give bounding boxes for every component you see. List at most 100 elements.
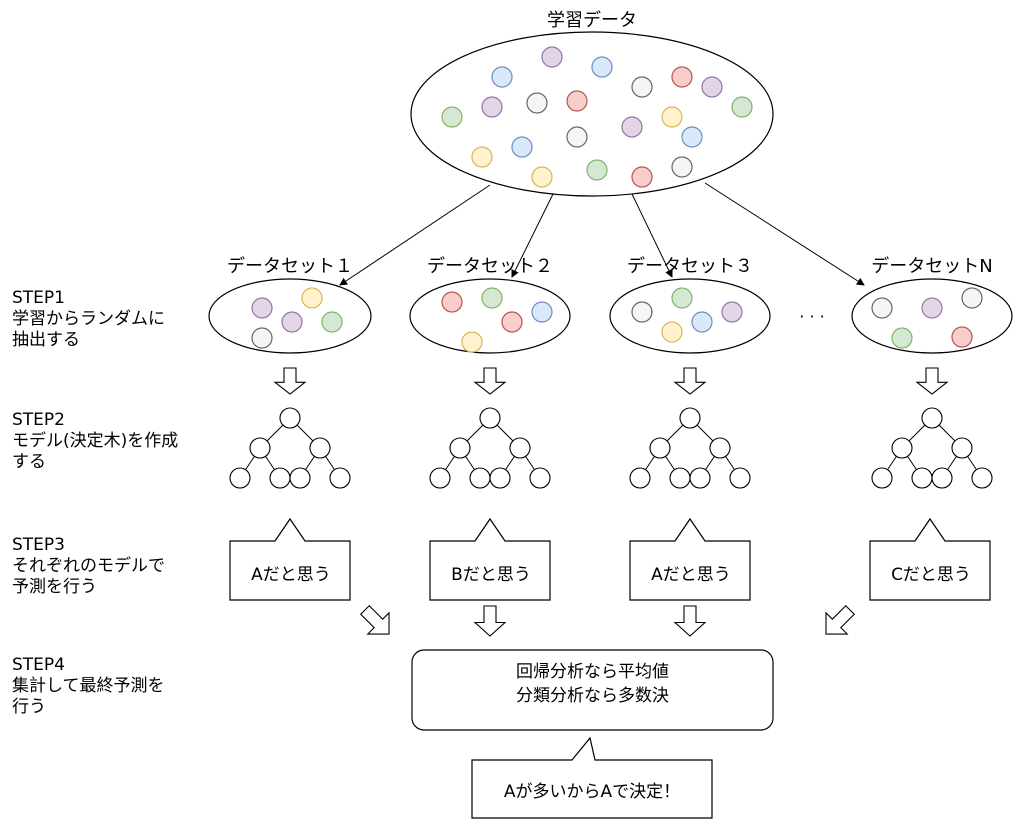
data-point [961, 287, 983, 309]
tree-node [911, 467, 933, 489]
data-point [566, 126, 588, 148]
tree-node [871, 467, 893, 489]
step2-desc-2: する [12, 452, 46, 472]
aggregation-line-2: 分類分析なら多数決 [516, 686, 669, 706]
prediction-2: Bだと思う [451, 565, 531, 585]
sampling-arrow-4 [704, 182, 865, 286]
step1-title: STEP1 [12, 288, 65, 308]
step3-title: STEP3 [12, 535, 65, 555]
decision-tree-3 [629, 407, 751, 489]
tree-node [951, 437, 973, 459]
down-arrow-step1-4 [915, 367, 949, 395]
dataset-label-1: データセット１ [227, 256, 353, 277]
data-point [281, 311, 303, 333]
dataset-balls [251, 287, 983, 353]
tree-node [529, 467, 551, 489]
aggregation-text: 回帰分析なら平均値 分類分析なら多数決 [412, 660, 773, 708]
data-point [251, 297, 273, 319]
dataset-label-2: データセット２ [427, 256, 553, 277]
data-point [691, 311, 713, 333]
data-point [661, 106, 683, 128]
data-point [541, 46, 563, 68]
step3-desc-1: それぞれのモデルで [12, 556, 165, 576]
down-arrow-step1-1 [273, 367, 307, 395]
final-decision: Aが多いからAで決定！ [503, 782, 681, 802]
dataset-label-n: データセットN [871, 256, 992, 277]
tree-node [309, 437, 331, 459]
data-point [891, 327, 913, 349]
data-point [951, 326, 973, 348]
sampling-arrow-2 [511, 193, 554, 278]
step3-desc-2: 予測を行う [12, 577, 97, 597]
step4-desc-2: 行う [12, 697, 46, 717]
aggregation-line-1: 回帰分析なら平均値 [516, 662, 669, 682]
tree-node [449, 437, 471, 459]
prediction-callout-3 [629, 517, 751, 601]
tree-node [649, 437, 671, 459]
sampling-arrow-1 [339, 184, 491, 286]
tree-node [931, 467, 953, 489]
step2-title: STEP2 [12, 410, 65, 430]
tree-node [329, 467, 351, 489]
ellipsis: · · · [799, 307, 824, 326]
prediction-callouts [229, 517, 991, 601]
tree-node [479, 407, 501, 429]
decision-tree-2 [429, 407, 551, 489]
data-point [631, 301, 653, 323]
prediction-1: Aだと思う [251, 565, 331, 585]
down-arrow-step3-2 [473, 605, 507, 637]
data-point [441, 106, 463, 128]
tree-node [629, 467, 651, 489]
data-point [526, 92, 548, 114]
decision-tree-1 [229, 407, 351, 489]
data-point [531, 166, 553, 188]
data-point [251, 327, 273, 349]
data-point [671, 66, 693, 88]
tree-node [669, 467, 691, 489]
data-point [511, 136, 533, 158]
data-point [586, 159, 608, 181]
tree-node [229, 467, 251, 489]
prediction-n: Cだと思う [891, 565, 971, 585]
training-data-balls [441, 46, 753, 188]
sampling-arrows [339, 182, 865, 286]
final-callout-shape [471, 736, 713, 819]
data-point [481, 287, 503, 309]
tree-node [279, 407, 301, 429]
sampling-arrow-3 [631, 193, 673, 278]
step1-desc-1: 学習からランダムに [12, 309, 165, 329]
tree-node [709, 437, 731, 459]
step4-desc-1: 集計して最終予測を [12, 676, 165, 696]
step2-desc-1: モデル(決定木)を作成 [12, 431, 179, 451]
tree-node [891, 437, 913, 459]
data-point [731, 96, 753, 118]
down-arrow-step3-3 [673, 605, 707, 637]
tree-node [429, 467, 451, 489]
tree-node [269, 467, 291, 489]
aggregation-box [411, 649, 774, 731]
data-point [671, 156, 693, 178]
data-point [661, 321, 683, 343]
data-point [461, 331, 483, 353]
down-arrow-step1-3 [673, 367, 707, 395]
data-point [301, 287, 323, 309]
tree-node [489, 467, 511, 489]
data-point [501, 311, 523, 333]
tree-node [971, 467, 993, 489]
tree-node [289, 467, 311, 489]
tree-node [679, 407, 701, 429]
step1-desc-2: 抽出する [12, 330, 80, 350]
prediction-callout-4 [869, 517, 991, 601]
data-point [621, 116, 643, 138]
diag-arrow-left [359, 604, 390, 635]
training-data-title: 学習データ [547, 10, 637, 31]
data-point [441, 291, 463, 313]
data-point [566, 90, 588, 112]
block-arrows [273, 367, 949, 637]
step4-label: STEP4 集計して最終予測を 行う [12, 655, 165, 718]
data-point [531, 301, 553, 323]
decision-tree-4 [871, 407, 993, 489]
data-point [631, 166, 653, 188]
data-point [491, 66, 513, 88]
